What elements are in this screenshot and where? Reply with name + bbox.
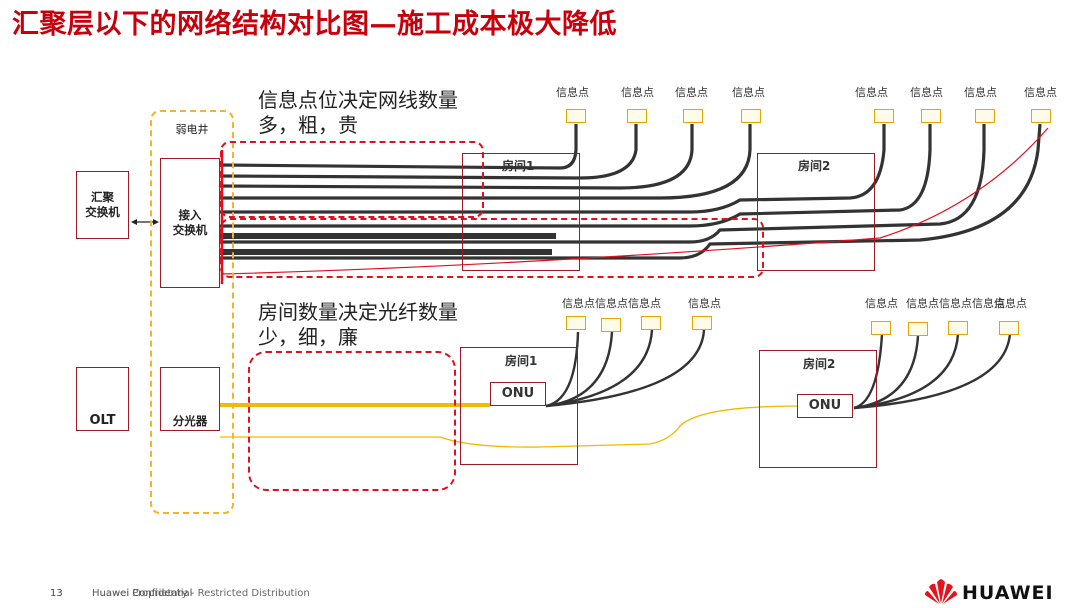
access-switch [160, 158, 220, 288]
fiber-highlight [248, 351, 456, 491]
splitter-label: 分光器 [172, 414, 208, 428]
info-point-outlet [1031, 109, 1051, 123]
info-point-outlet [908, 322, 928, 336]
copper-cable [220, 123, 1042, 260]
fiber-branch [220, 405, 801, 448]
page-number: 13 [50, 588, 63, 599]
copper-cable [219, 124, 578, 170]
copper-cable [219, 124, 638, 180]
info-point-label: 信息点 [556, 86, 589, 99]
access-switch-label: 接入 交换机 [172, 208, 208, 237]
onu-room-1: ONU [490, 382, 546, 406]
copper-cable [219, 124, 694, 190]
onu-drop [545, 329, 654, 408]
info-point-outlet [566, 316, 586, 330]
info-point-label: 信息点 [964, 86, 997, 99]
info-point-outlet [692, 316, 712, 330]
info-point-outlet [741, 109, 761, 123]
huawei-logo-icon [925, 579, 957, 604]
info-point-outlet [921, 109, 941, 123]
page-title: 汇聚层以下的网络结构对比图—施工成本极大降低 [12, 9, 617, 40]
onu-room-2: ONU [797, 394, 853, 418]
info-point-outlet [948, 321, 968, 335]
footer-confidential: Huawei Confidential [92, 588, 193, 599]
olt [76, 367, 129, 431]
copper-cable [220, 124, 932, 228]
room-2-copper [757, 153, 875, 271]
info-point-label: 信息点 [910, 86, 943, 99]
info-point-outlet [975, 109, 995, 123]
fiber-note-line1: 房间数量决定光纤数量 [258, 300, 458, 324]
info-point-label: 信息点 [621, 86, 654, 99]
info-point-label: 信息点 [1024, 86, 1057, 99]
info-point-outlet [874, 109, 894, 123]
copper-note-line2: 多，粗，贵 [258, 113, 358, 137]
onu-drop [853, 333, 1012, 410]
room-1-copper-label: 房间1 [502, 159, 535, 173]
info-point-label: 信息点 [994, 297, 1027, 310]
room-2-fiber [759, 350, 877, 468]
room-2-copper-label: 房间2 [798, 159, 831, 173]
copper-note-line1: 信息点位决定网线数量 [258, 88, 458, 112]
aggregation-switch-label: 汇聚 交换机 [85, 190, 120, 219]
info-point-label: 信息点 [855, 86, 888, 99]
aggregation-switch [76, 171, 129, 239]
info-point-group-label: 信息点信息点信息点 [906, 297, 1005, 310]
info-point-outlet [683, 109, 703, 123]
info-point-group-label: 信息点信息点信息点 [562, 297, 661, 310]
fiber-note-line2: 少，细，廉 [258, 325, 358, 349]
info-point-label: 信息点 [688, 297, 721, 310]
room-2-fiber-label: 房间2 [803, 357, 836, 371]
info-point-outlet [871, 321, 891, 335]
info-point-outlet [601, 318, 621, 332]
info-point-label: 信息点 [865, 297, 898, 310]
brand-name: HUAWEI [962, 582, 1054, 604]
info-point-outlet [627, 109, 647, 123]
room-1-fiber [460, 347, 578, 465]
copper-highlight-top [220, 141, 484, 218]
onu-drop [545, 329, 706, 408]
copper-cable [220, 124, 986, 244]
copper-highlight-bottom [220, 218, 764, 278]
copper-cable [220, 124, 886, 214]
copper-cable [220, 124, 752, 200]
olt-label: OLT [89, 413, 116, 428]
room-1-copper [462, 153, 580, 271]
room-1-fiber-label: 房间1 [505, 354, 538, 368]
splitter [160, 367, 220, 431]
info-point-label: 信息点 [732, 86, 765, 99]
info-point-outlet [999, 321, 1019, 335]
footer-restricted: Huawei Proprietary - Restricted Distribu… [92, 588, 310, 599]
weak-current-shaft [150, 110, 234, 514]
shaft-label: 弱电井 [175, 123, 209, 136]
info-point-outlet [641, 316, 661, 330]
info-point-label: 信息点 [675, 86, 708, 99]
onu-drop [853, 333, 960, 410]
info-point-outlet [566, 109, 586, 123]
